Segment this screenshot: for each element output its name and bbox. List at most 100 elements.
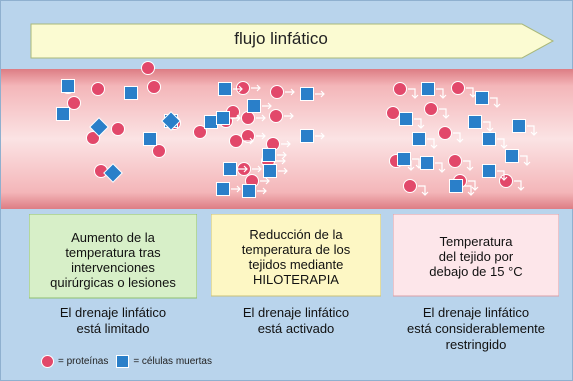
movement-arrow	[439, 108, 450, 119]
movement-arrow	[418, 185, 429, 196]
dead-cell-particle	[512, 119, 526, 133]
protein-particle	[86, 131, 100, 145]
dead-cell-particle	[161, 111, 181, 131]
protein-swatch	[41, 354, 54, 368]
dead-cell-particle	[262, 148, 276, 162]
dead-cell-particle	[103, 163, 123, 183]
protein-particle	[451, 81, 465, 95]
panel-hilotherapy-text: Reducción de la temperatura de los tejid…	[241, 227, 351, 287]
protein-particle	[193, 125, 207, 139]
protein-particle	[141, 61, 155, 75]
movement-arrow	[483, 121, 494, 132]
dead-cell-particle	[89, 117, 109, 137]
protein-particle	[499, 174, 513, 188]
movement-arrow	[468, 180, 479, 191]
dead-cell-particle	[247, 99, 261, 113]
note-limited: El drenaje linfático está limitado	[59, 305, 167, 336]
protein-particle	[229, 134, 243, 148]
protein-particle	[393, 82, 407, 96]
movement-arrow	[257, 187, 267, 195]
dead-cell-swatch	[116, 354, 130, 368]
protein-particle	[111, 122, 125, 136]
protein-particle	[448, 154, 462, 168]
dead-cell-particle	[420, 156, 434, 170]
dead-cell-particle	[216, 182, 230, 196]
movement-arrow	[436, 88, 447, 99]
panel-cold-text: Temperatura del tejido por debajo de 15 …	[429, 234, 523, 279]
movement-arrow	[315, 90, 325, 98]
dead-cell-particle	[475, 91, 489, 105]
panel-heat-text: Aumento de la temperatura tras intervenc…	[50, 230, 176, 290]
protein-particle	[386, 106, 400, 120]
dead-cell-particle	[482, 164, 496, 178]
movement-arrow	[497, 170, 508, 181]
movement-arrow	[238, 165, 248, 173]
movement-arrow	[527, 125, 538, 136]
dead-cell-particle	[218, 82, 232, 96]
movement-arrow	[284, 112, 294, 120]
panel-heat: Aumento de la temperatura tras intervenc…	[29, 214, 197, 302]
movement-arrow	[256, 132, 266, 140]
dead-cell-particle	[399, 112, 413, 126]
movement-arrow	[276, 157, 286, 165]
dead-cell-particle	[124, 86, 138, 100]
protein-particle	[438, 126, 452, 140]
dead-cell-particle	[421, 82, 435, 96]
movement-arrow	[260, 177, 270, 185]
movement-arrow	[285, 88, 295, 96]
panel-cold: Temperatura del tejido por debajo de 15 …	[393, 214, 559, 302]
dead-cell-particle	[56, 107, 70, 121]
dead-cell-particle	[242, 184, 256, 198]
protein-particle	[147, 80, 161, 94]
dead-cell-legend-label: = células muertas	[133, 355, 212, 367]
movement-arrow	[281, 140, 291, 148]
movement-arrow	[497, 138, 508, 149]
movement-arrow	[315, 132, 325, 140]
protein-particle	[236, 81, 250, 95]
dead-cell-particle	[412, 132, 426, 146]
movement-arrow	[427, 138, 438, 149]
panel-hilotherapy: Reducción de la temperatura de los tejid…	[211, 214, 381, 302]
protein-particle	[241, 111, 255, 125]
movement-arrow	[464, 185, 475, 196]
dead-cell-particle	[61, 79, 75, 93]
dead-cell-particle	[505, 149, 519, 163]
protein-particle	[269, 109, 283, 123]
movement-arrow	[233, 85, 243, 93]
protein-particle	[403, 179, 417, 193]
protein-particle	[91, 82, 105, 96]
dead-cell-particle	[397, 152, 411, 166]
protein-particle	[424, 102, 438, 116]
dead-cell-particle	[300, 129, 314, 143]
note-restricted: El drenaje linfático está considerableme…	[406, 305, 546, 352]
flow-arrow	[30, 23, 555, 59]
protein-particle	[67, 96, 81, 110]
dead-cell-particle	[482, 132, 496, 146]
dead-cell-particle	[143, 132, 157, 146]
movement-arrow	[277, 151, 287, 159]
movement-arrow	[262, 102, 272, 110]
movement-arrow	[252, 165, 262, 173]
movement-arrow	[414, 118, 425, 129]
protein-particle	[152, 144, 166, 158]
movement-arrow	[251, 84, 261, 92]
movement-arrow	[463, 160, 474, 171]
movement-arrow	[435, 162, 446, 173]
flow-label: flujo linfático	[234, 29, 328, 48]
protein-particle	[270, 85, 284, 99]
dead-cell-particle	[300, 87, 314, 101]
dead-cell-particle	[449, 179, 463, 193]
protein-legend-label: = proteínas	[58, 355, 109, 367]
dead-cell-particle	[223, 162, 237, 176]
movement-arrow	[256, 114, 266, 122]
dead-cell-particle	[204, 115, 218, 129]
movement-arrow	[231, 185, 241, 193]
dead-cell-particle	[468, 115, 482, 129]
dead-cell-particle	[216, 111, 230, 125]
movement-arrow	[514, 180, 525, 191]
movement-arrow	[278, 167, 288, 175]
lymph-vessel	[1, 61, 573, 209]
movement-arrow	[408, 88, 419, 99]
movement-arrow	[231, 114, 241, 122]
